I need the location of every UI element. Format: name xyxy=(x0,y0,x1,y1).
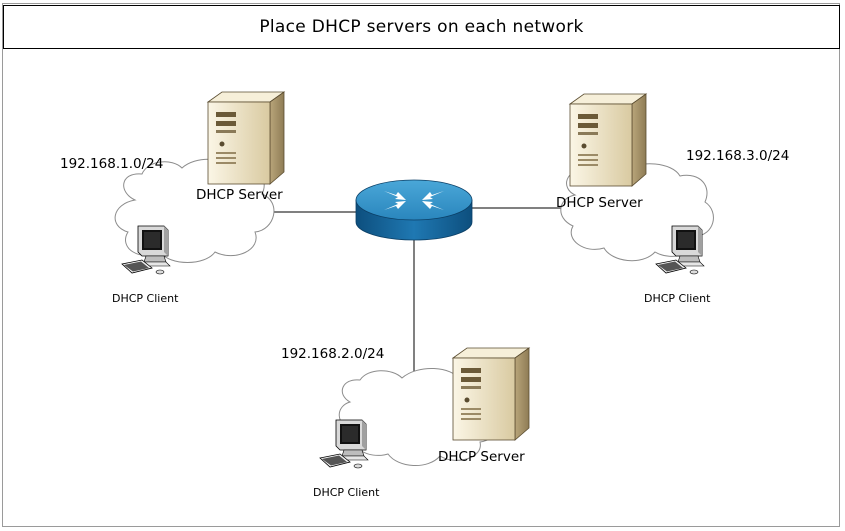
server-icon-net3 xyxy=(569,93,647,187)
diagram-frame xyxy=(2,3,840,527)
server-label-net2: DHCP Server xyxy=(438,449,525,465)
diagram-title: Place DHCP servers on each network xyxy=(3,5,840,49)
client-computer-icon-net2 xyxy=(319,419,369,469)
subnet-label-net3: 192.168.3.0/24 xyxy=(686,148,790,164)
router-icon xyxy=(355,179,473,241)
server-label-net3: DHCP Server xyxy=(556,195,643,211)
client-label-net2: DHCP Client xyxy=(313,486,380,499)
server-icon-net1 xyxy=(207,91,285,185)
server-label-net1: DHCP Server xyxy=(196,187,283,203)
title-text: Place DHCP servers on each network xyxy=(259,17,584,37)
client-label-net1: DHCP Client xyxy=(112,292,179,305)
network-links xyxy=(272,207,568,380)
subnet-label-net1: 192.168.1.0/24 xyxy=(60,156,164,172)
subnet-label-net2: 192.168.2.0/24 xyxy=(281,346,385,362)
client-label-net3: DHCP Client xyxy=(644,292,711,305)
server-icon-net2 xyxy=(452,347,530,441)
